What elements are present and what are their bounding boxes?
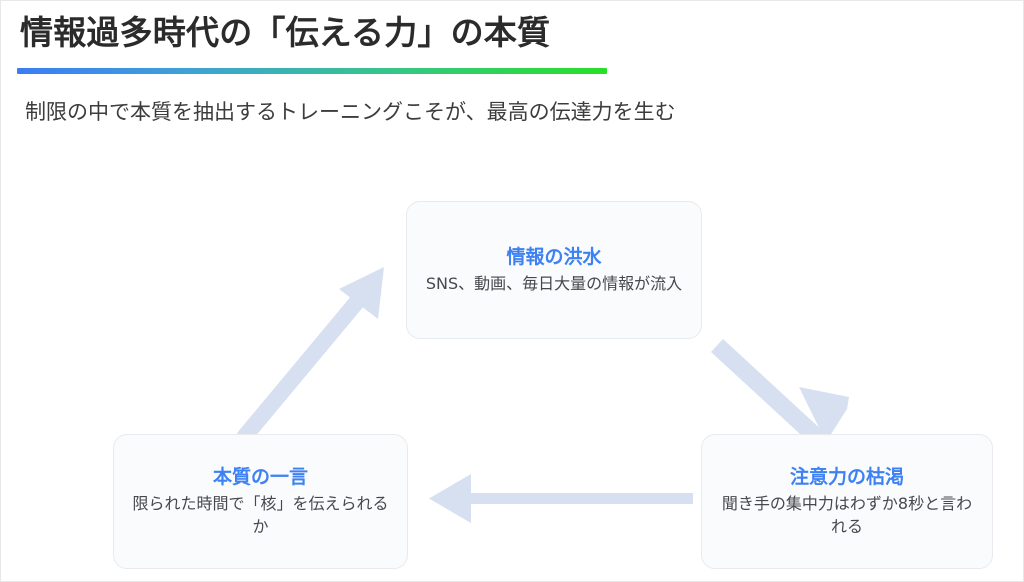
cycle-node-title: 情報の洪水 bbox=[506, 246, 602, 269]
page-subtitle: 制限の中で本質を抽出するトレーニングこそが、最高の伝達力を生む bbox=[25, 100, 676, 124]
cycle-node-information-flood[interactable]: 情報の洪水 SNS、動画、毎日大量の情報が流入 bbox=[406, 201, 702, 339]
page-title: 情報過多時代の「伝える力」の本質 bbox=[20, 13, 551, 52]
cycle-node-title: 本質の一言 bbox=[212, 465, 308, 488]
title-underline-gradient bbox=[17, 68, 607, 74]
arrow-top-to-right-icon bbox=[711, 339, 849, 446]
cycle-node-title: 注意力の枯渇 bbox=[789, 465, 904, 488]
cycle-node-essential-one-line[interactable]: 本質の一言 限られた時間で「核」を伝えられるか bbox=[113, 434, 408, 569]
cycle-node-description: 限られた時間で「核」を伝えられるか bbox=[132, 493, 389, 536]
arrow-right-to-left-icon bbox=[429, 474, 693, 523]
cycle-node-description: 聞き手の集中力はわずか8秒と言われる bbox=[721, 493, 973, 536]
cycle-node-attention-depletion[interactable]: 注意力の枯渇 聞き手の集中力はわずか8秒と言われる bbox=[701, 434, 993, 569]
cycle-node-description: SNS、動画、毎日大量の情報が流入 bbox=[425, 273, 683, 293]
arrow-left-to-top-icon bbox=[237, 267, 384, 444]
